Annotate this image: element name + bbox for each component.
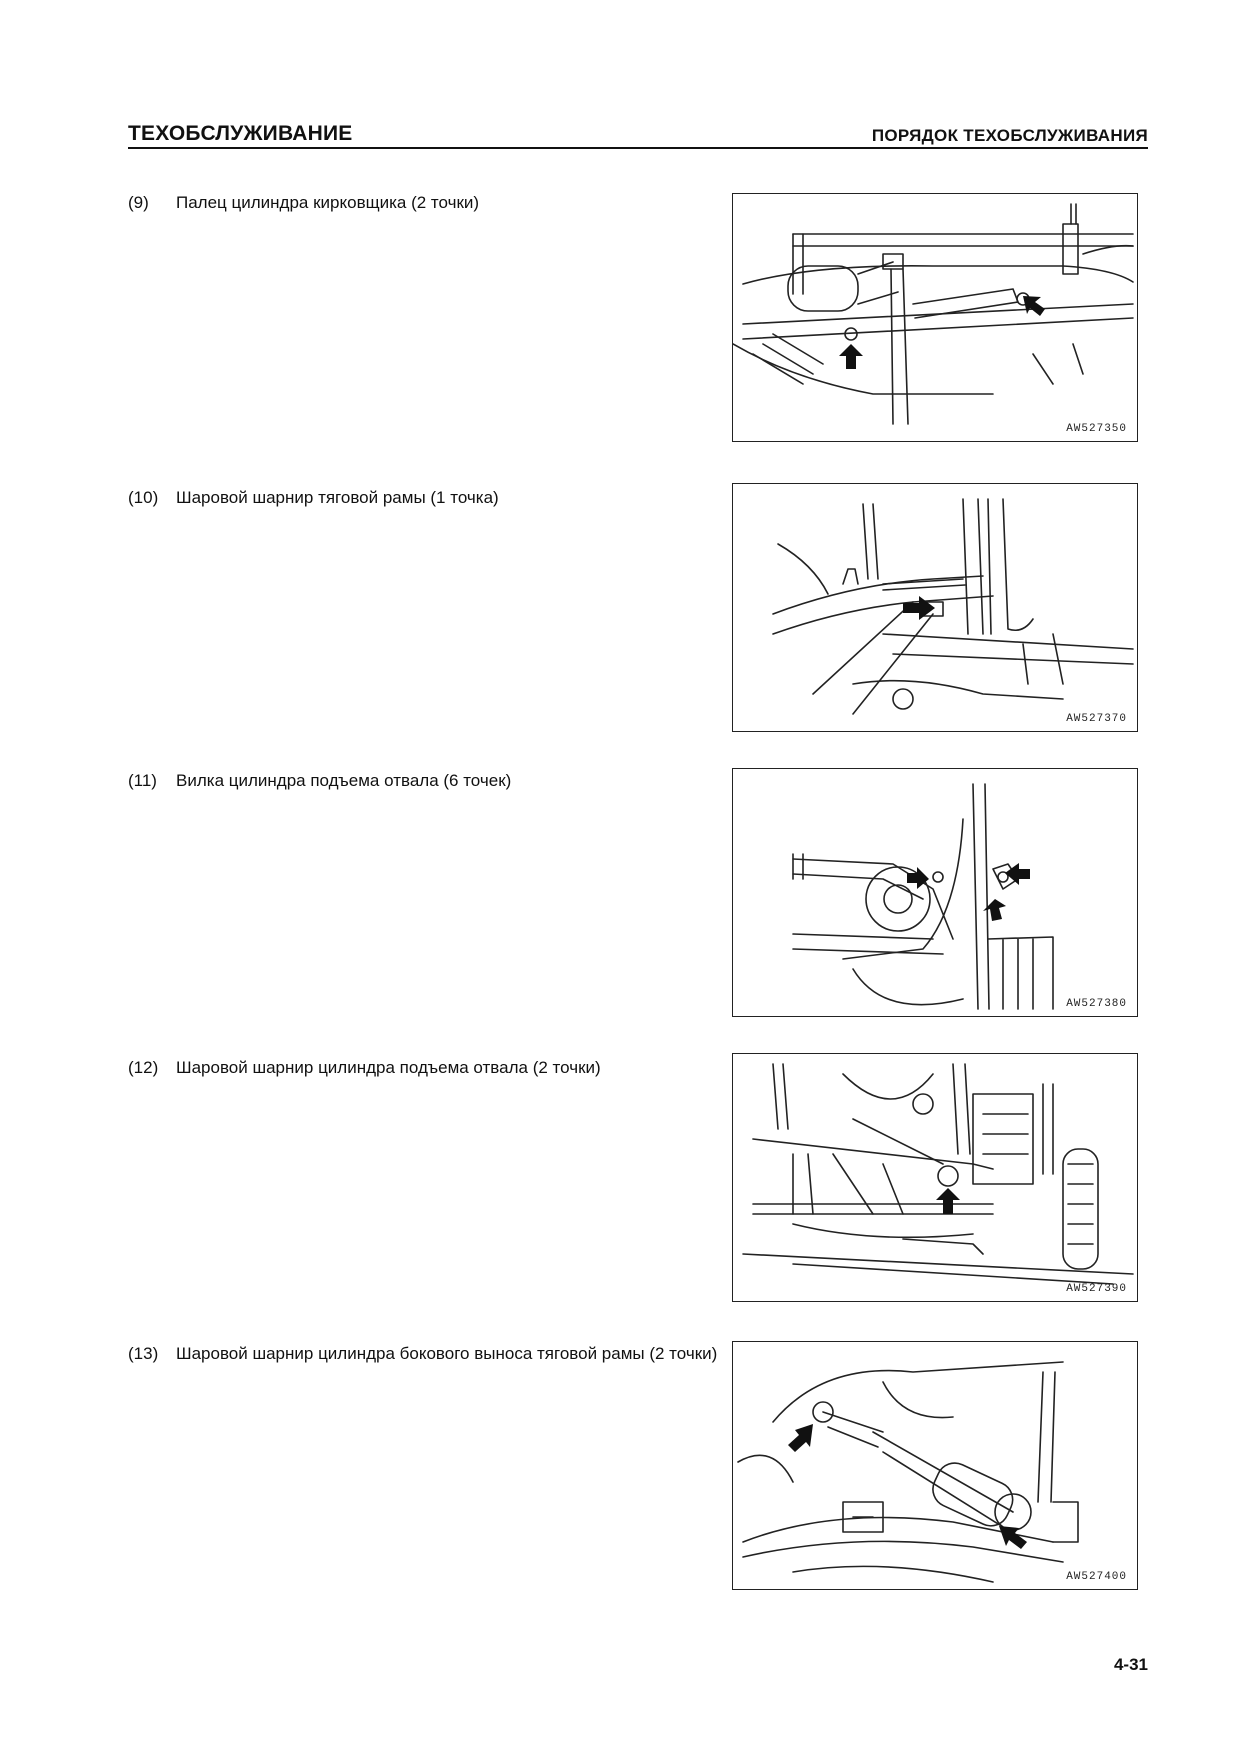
- drawbar-ball-joint-drawing: [772, 498, 1134, 715]
- figure-illustration: AW527350: [732, 193, 1138, 442]
- figure-code: AW527370: [1066, 713, 1127, 725]
- figure-code: AW527400: [1066, 1571, 1127, 1583]
- item-number: (12): [128, 1058, 159, 1077]
- item-number: (9): [128, 193, 149, 212]
- item-number: (13): [128, 1344, 159, 1363]
- item-number: (11): [128, 771, 157, 790]
- item-text: Палец цилиндра кирковщика (2 точки): [176, 193, 480, 212]
- item-number: (10): [128, 488, 159, 507]
- figure-illustration: AW527380: [732, 768, 1138, 1017]
- figure-illustration: AW527370: [732, 483, 1138, 732]
- blade-lift-cylinder-yoke-drawing: [792, 783, 1054, 1010]
- subsection-title: ПОРЯДОК ТЕХОБСЛУЖИВАНИЯ: [871, 126, 1148, 145]
- figure-illustration: AW527390: [732, 1053, 1138, 1302]
- drawbar-side-shift-cylinder-drawing: [737, 1361, 1079, 1583]
- section-title: ТЕХОБСЛУЖИВАНИЕ: [128, 122, 353, 145]
- item-text: Шаровой шарнир цилиндра подъема отвала (…: [176, 1058, 601, 1077]
- ripper-cylinder-drawing: [733, 203, 1134, 425]
- page-number: 4-31: [1113, 1655, 1148, 1674]
- figure-code: AW527380: [1066, 998, 1127, 1010]
- figure-code: AW527350: [1066, 423, 1127, 435]
- blade-lift-ball-joint-drawing: [742, 1063, 1134, 1285]
- header-divider: [128, 147, 1148, 149]
- figure-illustration: AW527400: [732, 1341, 1138, 1590]
- item-text: Вилка цилиндра подъема отвала (6 точек): [176, 771, 512, 790]
- figure-code: AW527390: [1066, 1283, 1127, 1295]
- item-text: Шаровой шарнир тяговой рамы (1 точка): [176, 488, 499, 507]
- item-text: Шаровой шарнир цилиндра бокового выноса …: [176, 1344, 718, 1363]
